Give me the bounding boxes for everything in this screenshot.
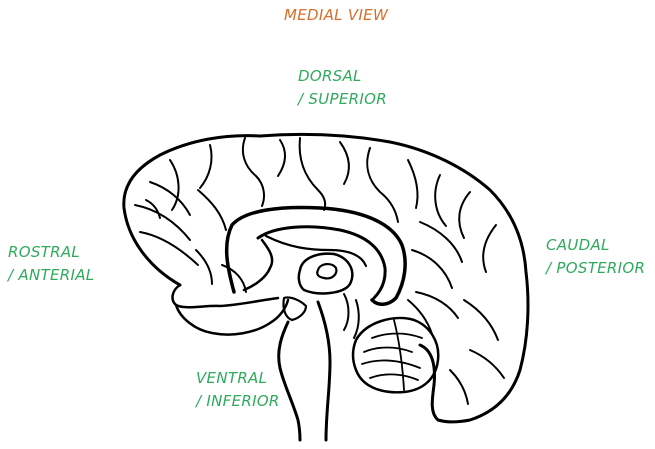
interthalamic-adhesion (316, 263, 338, 280)
brainstem-back (316, 300, 332, 442)
midbrain (343, 293, 360, 339)
brainstem-front (277, 320, 302, 442)
label-caudal-line1: CAUDAL (546, 236, 610, 254)
label-caudal-posterior: CAUDAL / POSTERIOR (546, 234, 645, 280)
fornix-arc (264, 234, 368, 268)
label-dorsal-line1: DORSAL (298, 67, 362, 85)
label-dorsal-superior: DORSAL / SUPERIOR (298, 65, 387, 111)
temporal-lobe (174, 298, 290, 336)
cerebellum (351, 316, 440, 394)
diagram-title: MEDIAL VIEW (284, 6, 389, 24)
label-dorsal-line2: / SUPERIOR (298, 90, 387, 108)
label-rostral-line1: ROSTRAL (8, 243, 81, 261)
corpus-callosum-inner (256, 225, 387, 300)
label-ventral-line2: / INFERIOR (196, 392, 280, 410)
hypothalamus (282, 296, 308, 322)
label-rostral-line2: / ANTERIAL (8, 266, 95, 284)
label-ventral-inferior: VENTRAL / INFERIOR (196, 367, 280, 413)
gyri-sulci (134, 137, 505, 405)
thalamus (297, 252, 354, 295)
corpus-callosum-outer (224, 205, 407, 306)
fornix (242, 238, 274, 292)
label-rostral-anterial: ROSTRAL / ANTERIAL (8, 241, 94, 287)
cerebellum-folia (361, 319, 423, 391)
label-caudal-line2: / POSTERIOR (546, 259, 646, 277)
frontal-base (171, 283, 280, 309)
cortex-outline (122, 132, 530, 424)
label-ventral-line1: VENTRAL (196, 369, 268, 387)
